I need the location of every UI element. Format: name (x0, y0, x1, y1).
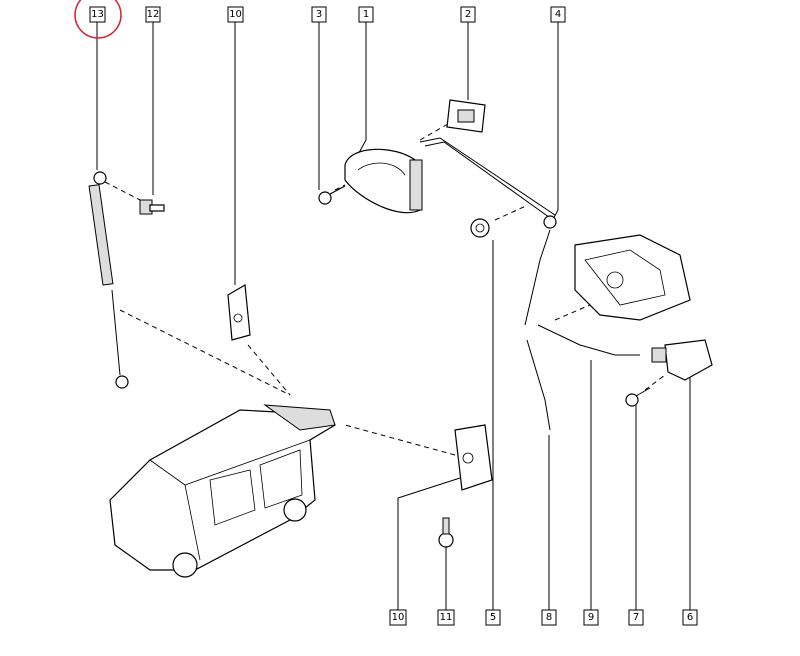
svg-text:5: 5 (490, 612, 496, 623)
svg-text:6: 6 (687, 612, 693, 623)
part-label[interactable]: 1 (358, 6, 374, 23)
ball-stud (139, 199, 165, 215)
part-label[interactable]: 11 (437, 609, 455, 626)
svg-text:12: 12 (147, 9, 160, 20)
svg-text:8: 8 (546, 612, 552, 623)
part-label[interactable]: 10 (389, 609, 407, 626)
svg-text:10: 10 (392, 612, 405, 623)
part-label[interactable]: 10 (227, 6, 244, 23)
van-illustration (109, 404, 336, 578)
bracket-top (227, 284, 251, 341)
part-label[interactable]: 7 (628, 609, 644, 626)
leader-lines (96, 22, 691, 610)
gas-strut (88, 171, 129, 389)
clip-2 (446, 99, 486, 133)
part-label[interactable]: 2 (460, 6, 476, 23)
screw-11 (438, 517, 454, 548)
inner-handle (344, 148, 423, 214)
part-label[interactable]: 13 (89, 6, 106, 23)
top-labels: 13 12 10 3 1 2 4 (74, 0, 566, 39)
highlight-circle (74, 0, 122, 39)
rod-clip-4 (543, 215, 557, 229)
assembly-lines (104, 119, 666, 456)
part-label[interactable]: 5 (485, 609, 501, 626)
lock-mechanism (574, 234, 691, 321)
svg-text:11: 11 (440, 612, 453, 623)
svg-text:7: 7 (633, 612, 639, 623)
bottom-labels: 10 11 5 8 9 7 6 (389, 609, 698, 626)
svg-text:1: 1 (363, 9, 369, 20)
part-label[interactable]: 4 (550, 6, 566, 23)
rods (419, 137, 640, 431)
screw-7 (625, 387, 651, 407)
lock-cylinder (651, 339, 713, 381)
svg-text:9: 9 (588, 612, 594, 623)
svg-text:13: 13 (91, 9, 104, 20)
bracket-lower (454, 424, 493, 491)
part-label[interactable]: 6 (682, 609, 698, 626)
part-label[interactable]: 9 (583, 609, 599, 626)
part-label[interactable]: 3 (311, 6, 327, 23)
screw-3 (318, 185, 346, 205)
svg-text:4: 4 (555, 9, 561, 20)
part-label[interactable]: 8 (541, 609, 557, 626)
svg-text:2: 2 (465, 9, 471, 20)
svg-text:10: 10 (229, 9, 242, 20)
part-label[interactable]: 12 (145, 6, 161, 23)
clip-5 (470, 218, 490, 238)
svg-text:3: 3 (316, 9, 322, 20)
